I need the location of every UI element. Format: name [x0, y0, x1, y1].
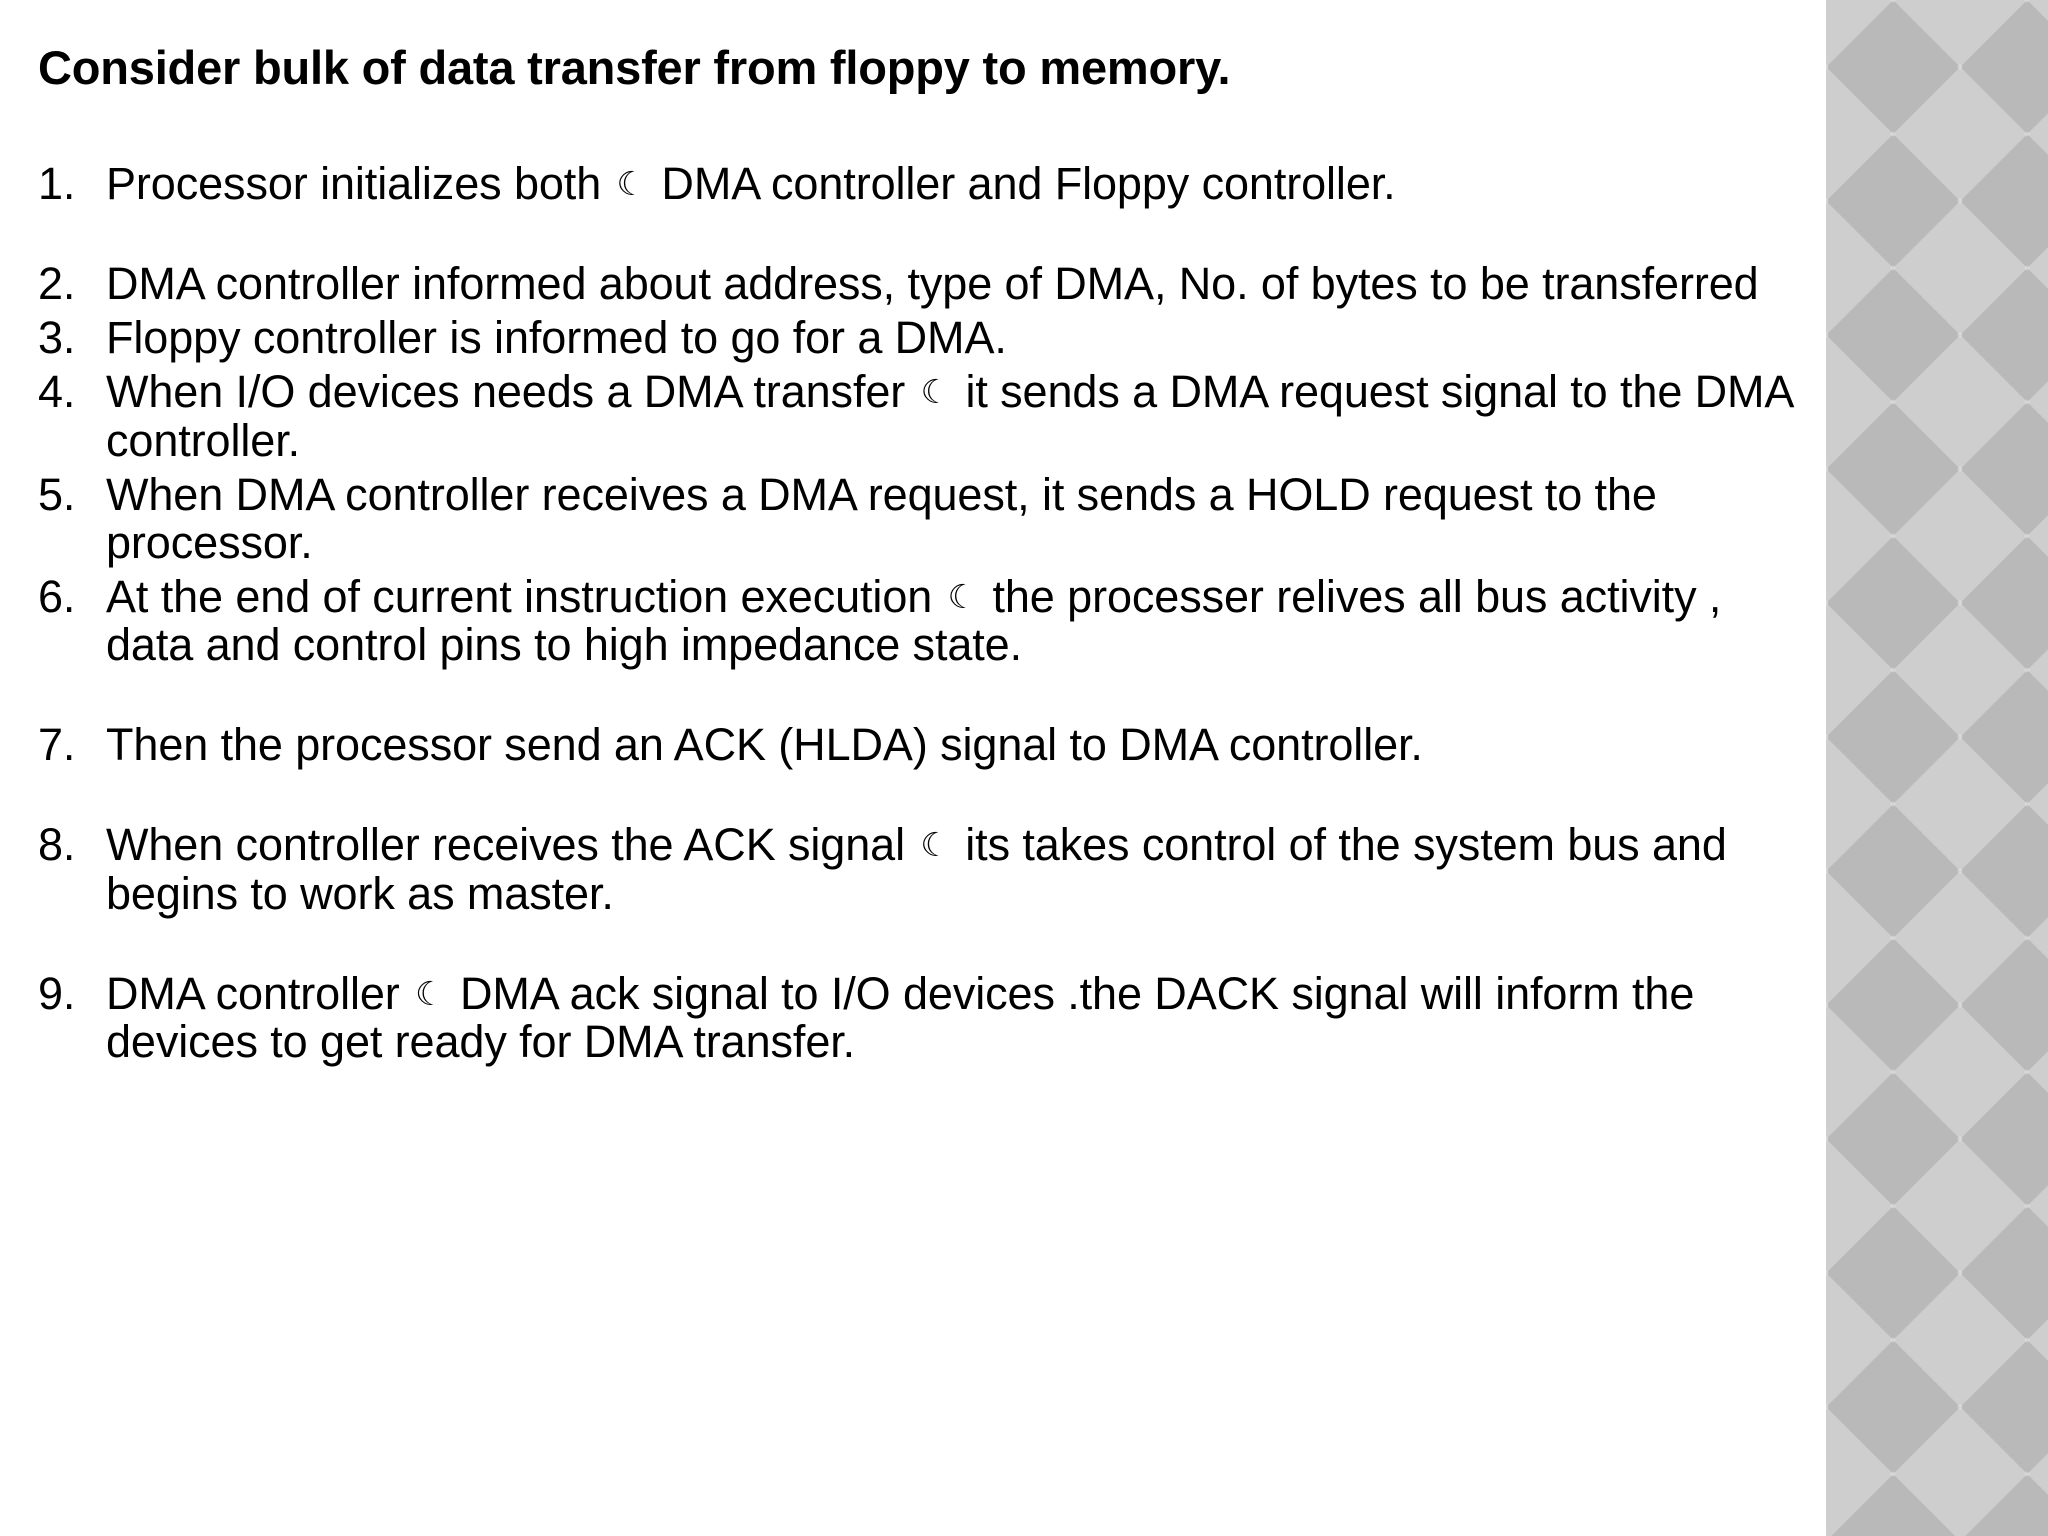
- list-gap: [30, 669, 1805, 721]
- list-item-number: 6.: [38, 570, 76, 622]
- list-item-number: 1.: [38, 158, 76, 209]
- list-item: 2. DMA controller informed about address,…: [30, 258, 1805, 310]
- text-run: DMA controller: [106, 967, 413, 1019]
- argyle-dot-layer-a: [1826, 0, 2048, 1536]
- text-run: When controller receives the ACK signal: [106, 819, 918, 871]
- argyle-decoration-panel: [1826, 0, 2048, 1536]
- list-item-text: Floppy controller is informed to go for …: [106, 314, 1805, 362]
- list-item: 8. When controller receives the ACK signa…: [30, 821, 1805, 917]
- numbered-list: 1. Processor initializes both ☾ DMA contr…: [30, 158, 1805, 1067]
- crescent-moon-glyph: ☾: [920, 825, 950, 865]
- text-run: the processer relives all bus activity ,…: [106, 570, 1722, 671]
- text-run: DMA controller informed about address, t…: [106, 258, 1759, 310]
- crescent-moon-glyph: ☾: [415, 973, 445, 1013]
- list-gap: [30, 208, 1805, 260]
- list-item-number: 9.: [38, 967, 76, 1019]
- list-item-text: Then the processor send an ACK (HLDA) si…: [106, 721, 1805, 769]
- crescent-moon-glyph: ☾: [947, 576, 978, 616]
- text-run: DMA controller and Floppy controller.: [649, 158, 1396, 209]
- list-item-number: 3.: [38, 312, 76, 364]
- list-item-text: When controller receives the ACK signal …: [106, 821, 1805, 917]
- slide-title: Consider bulk of data transfer from flop…: [38, 41, 1231, 94]
- text-run: it sends a DMA request signal to the DMA…: [106, 366, 1792, 466]
- list-item-number: 7.: [38, 719, 76, 771]
- list-item: 5. When DMA controller receives a DMA req…: [30, 468, 1805, 568]
- text-run: DMA ack signal to I/O devices .the DACK …: [106, 967, 1695, 1067]
- text-run: Then the processor send an ACK (HLDA) si…: [106, 719, 1423, 771]
- list-item: 9. DMA controller ☾ DMA ack signal to I/O…: [30, 967, 1805, 1067]
- list-item-text: At the end of current instruction execut…: [106, 570, 1805, 671]
- argyle-dot-layer-b: [1826, 0, 2048, 1536]
- list-item-text: When DMA controller receives a DMA reque…: [106, 468, 1805, 568]
- list-item-number: 4.: [38, 366, 76, 418]
- list-item-text: DMA controller informed about address, t…: [106, 260, 1805, 308]
- list-item-text: Processor initializes both ☾ DMA control…: [106, 158, 1805, 209]
- list-item-number: 2.: [38, 258, 76, 310]
- text-run: Processor initializes both: [106, 158, 614, 209]
- crescent-moon-glyph: ☾: [920, 372, 951, 412]
- text-run: When I/O devices needs a DMA transfer: [106, 366, 918, 418]
- list-item: 6. At the end of current instruction exec…: [30, 570, 1805, 671]
- list-item: 7. Then the processor send an ACK (HLDA) …: [30, 721, 1805, 769]
- text-run: When DMA controller receives a DMA reque…: [106, 468, 1657, 568]
- list-gap: [30, 769, 1805, 821]
- list-gap: [30, 918, 1805, 970]
- list-item-number: 5.: [38, 468, 76, 520]
- crescent-moon-glyph: ☾: [616, 164, 647, 203]
- text-run: At the end of current instruction execut…: [106, 570, 945, 622]
- list-item-text: When I/O devices needs a DMA transfer ☾ …: [106, 368, 1805, 464]
- list-item-text: DMA controller ☾ DMA ack signal to I/O d…: [106, 967, 1805, 1067]
- list-item: 1. Processor initializes both ☾ DMA contr…: [30, 158, 1805, 209]
- list-item: 3. Floppy controller is informed to go fo…: [30, 314, 1805, 362]
- list-item: 4. When I/O devices needs a DMA transfer …: [30, 368, 1805, 464]
- text-run: Floppy controller is informed to go for …: [106, 312, 1007, 364]
- text-run: its takes control of the system bus and …: [106, 819, 1727, 919]
- list-item-number: 8.: [38, 819, 76, 871]
